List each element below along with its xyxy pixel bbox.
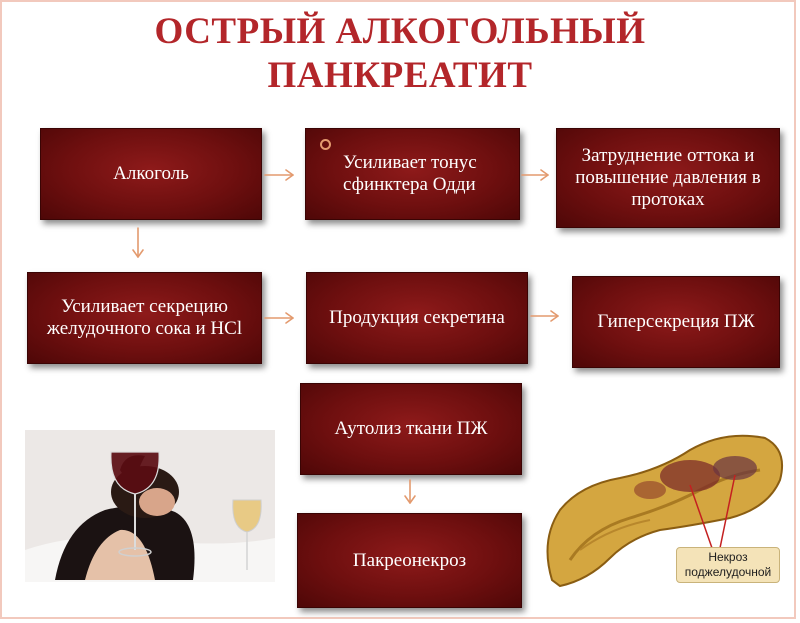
photo-woman-wine bbox=[25, 430, 275, 582]
arrow-right-icon bbox=[521, 169, 549, 181]
box-gastric-secretion-label: Усиливает секрецию желудочного сока и HC… bbox=[46, 296, 243, 339]
arrow-right-icon bbox=[530, 310, 559, 322]
necrosis-label-line-1: Некроз bbox=[708, 550, 748, 564]
box-alcohol: Алкоголь bbox=[40, 128, 262, 220]
box-hypersecretion: Гиперсекреция ПЖ bbox=[572, 276, 780, 368]
wine-glass-red-icon bbox=[110, 452, 160, 494]
box-outflow-difficulty-label: Затруднение оттока и повышение давления … bbox=[575, 145, 761, 210]
necrosis-label: Некроз поджелудочной bbox=[676, 547, 780, 583]
box-outflow-difficulty: Затруднение оттока и повышение давления … bbox=[556, 128, 780, 228]
wine-glass-white-icon bbox=[232, 500, 262, 532]
box-pancreonecrosis: Пакреонекроз bbox=[297, 513, 522, 608]
box-secretin-production-label: Продукция секретина bbox=[329, 307, 505, 328]
arrow-right-icon bbox=[264, 312, 294, 324]
slide-title: ОСТРЫЙ АЛКОГОЛЬНЫЙ ПАНКРЕАТИТ bbox=[0, 10, 800, 98]
box-oddi-tone-label: Усиливает тонус сфинктера Одди bbox=[343, 152, 477, 195]
box-autolysis-label: Аутолиз ткани ПЖ bbox=[334, 418, 488, 439]
box-alcohol-label: Алкоголь bbox=[113, 163, 189, 184]
title-line-1: ОСТРЫЙ АЛКОГОЛЬНЫЙ bbox=[154, 11, 646, 52]
box-gastric-secretion: Усиливает секрецию желудочного сока и HC… bbox=[27, 272, 262, 364]
bullet-icon bbox=[320, 139, 331, 150]
title-line-2: ПАНКРЕАТИТ bbox=[267, 55, 533, 96]
necrosis-label-line-2: поджелудочной bbox=[684, 565, 772, 579]
box-oddi-tone: Усиливает тонус сфинктера Одди bbox=[305, 128, 520, 220]
box-pancreonecrosis-label: Пакреонекроз bbox=[352, 549, 467, 571]
pancreas-illustration bbox=[540, 430, 790, 590]
box-hypersecretion-label: Гиперсекреция ПЖ bbox=[597, 311, 755, 332]
arrow-right-icon bbox=[264, 169, 294, 181]
arrow-down-icon bbox=[132, 227, 144, 258]
box-secretin-production: Продукция секретина bbox=[306, 272, 528, 364]
arrow-down-icon bbox=[404, 479, 416, 504]
box-autolysis: Аутолиз ткани ПЖ bbox=[300, 383, 522, 475]
